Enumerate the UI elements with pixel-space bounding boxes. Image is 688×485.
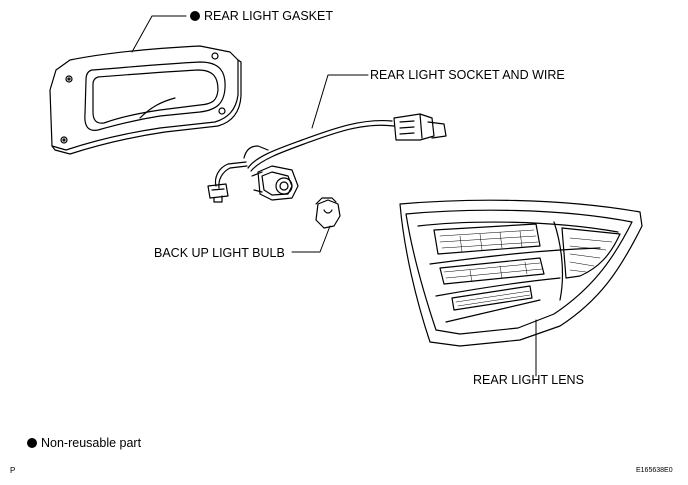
back-up-light-bulb-label: BACK UP LIGHT BULB (154, 246, 285, 260)
rear-light-gasket-drawing (49, 45, 242, 155)
rear-light-gasket-label: REAR LIGHT GASKET (190, 9, 333, 23)
legend-non-reusable-text: Non-reusable part (41, 436, 142, 450)
figure-id: E165638E0 (636, 467, 673, 474)
leader-lines (131, 15, 537, 377)
rear-light-lens-drawing (399, 199, 643, 347)
rear-light-lens-label: REAR LIGHT LENS (473, 373, 584, 387)
non-reusable-dot-icon (190, 11, 200, 21)
back-up-light-bulb-drawing (315, 197, 341, 229)
rear-light-gasket-text: REAR LIGHT GASKET (204, 9, 333, 23)
rear-light-socket-and-wire-label: REAR LIGHT SOCKET AND WIRE (370, 68, 565, 82)
rear-light-socket-and-wire-drawing (207, 113, 447, 203)
footer-left-code: P (10, 466, 16, 475)
legend-non-reusable: Non-reusable part (27, 436, 141, 450)
legend-dot-icon (27, 438, 37, 448)
lens-texture (439, 229, 613, 307)
